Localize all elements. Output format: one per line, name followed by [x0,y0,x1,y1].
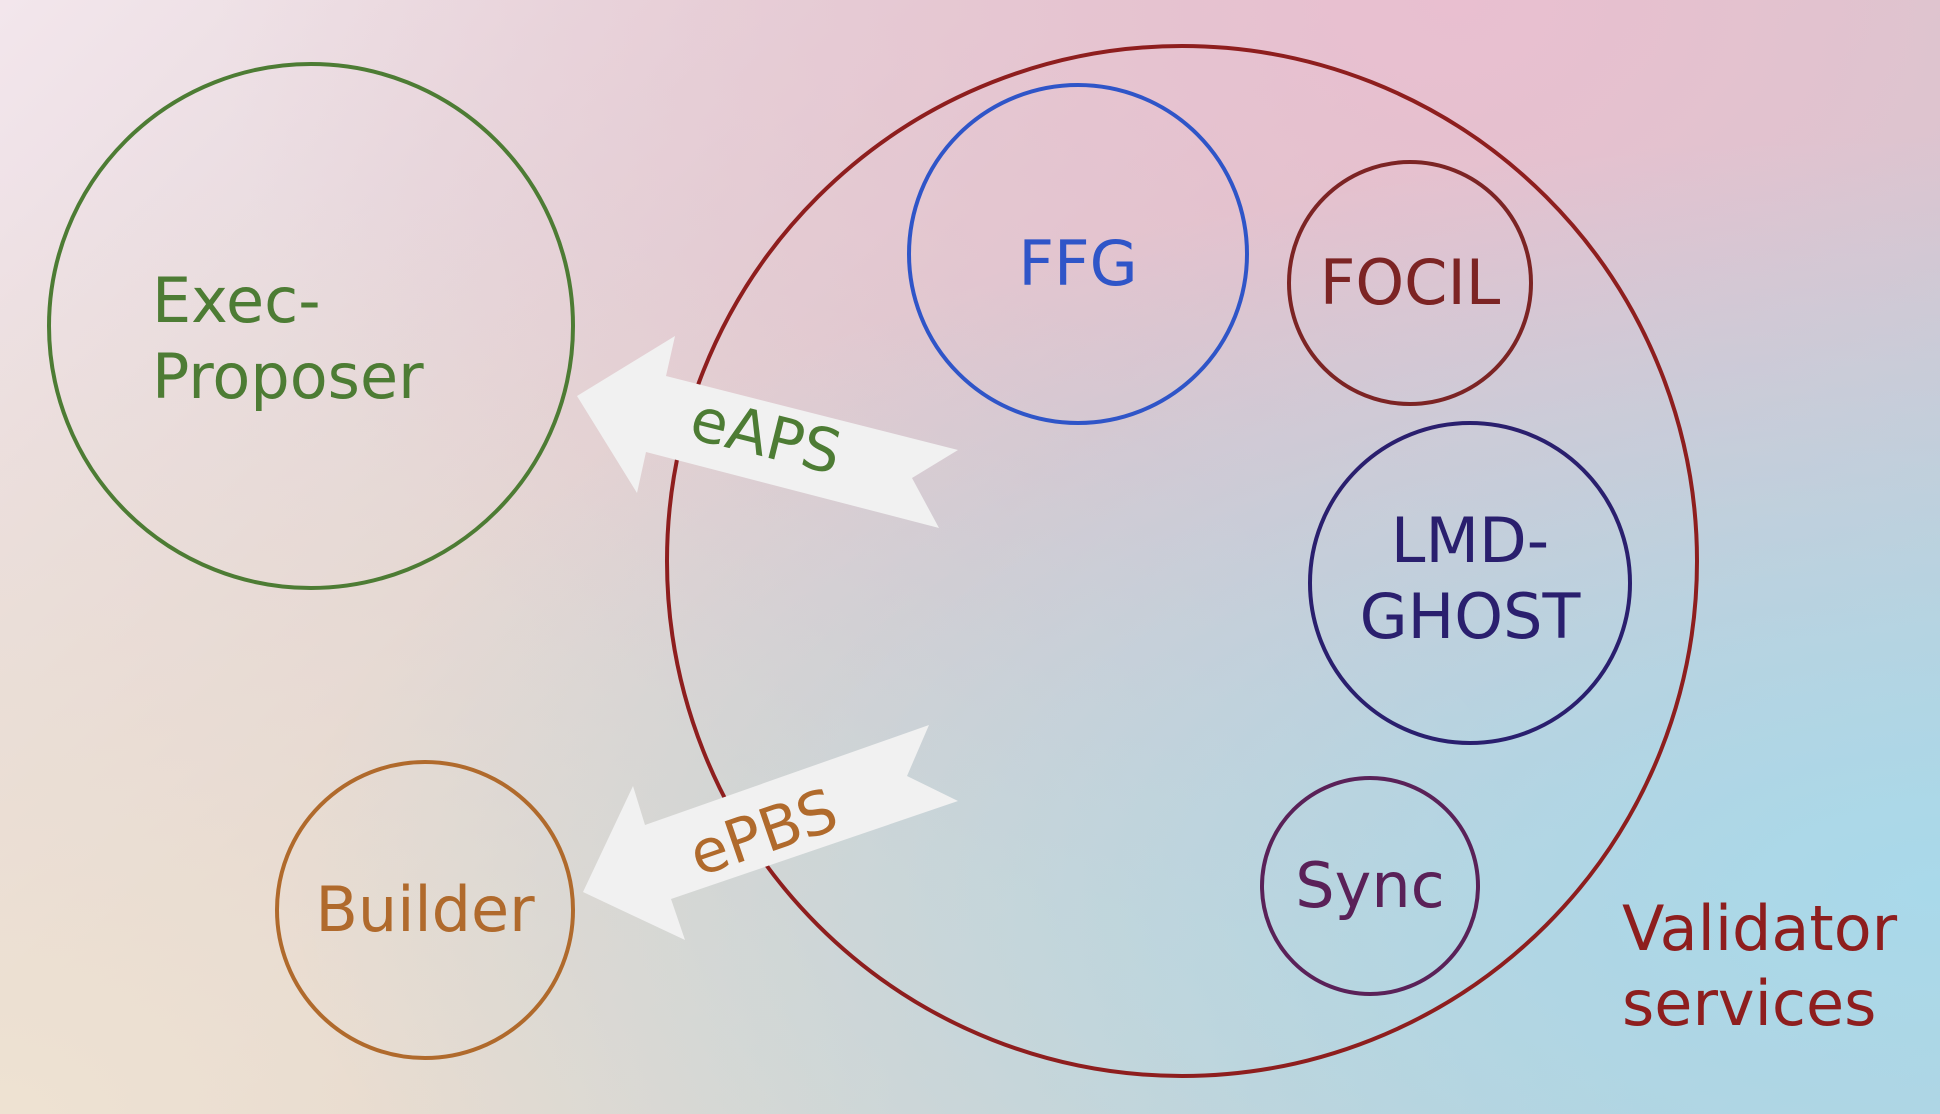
exec-proposer-circle [47,62,575,590]
ffg-label: FFG [1018,227,1137,300]
exec-proposer-label-line2: Proposer [152,340,424,413]
exec-proposer-node: Exec- Proposer [47,62,575,590]
validator-services-label-line1: Validator [1622,892,1898,965]
focil-circle [1287,160,1533,406]
focil-node: FOCIL [1287,160,1533,406]
lmd-ghost-label-line1: LMD- [1391,504,1549,577]
sync-label: Sync [1295,849,1444,922]
validator-services-node: Validator services [665,44,1898,1078]
validator-services-label-line2: services [1622,967,1876,1040]
sync-circle [1260,776,1480,996]
builder-circle [275,760,575,1060]
focil-label: FOCIL [1320,246,1501,319]
arrow-left-icon [577,336,958,528]
epbs-arrow: ePBS [583,725,958,940]
builder-node: Builder [275,760,575,1060]
eaps-arrow: eAPS [577,336,958,528]
lmd-ghost-label-line2: GHOST [1360,580,1582,653]
validator-services-circle [665,44,1699,1078]
lmd-ghost-node: LMD- GHOST [1308,421,1632,745]
ffg-circle [907,83,1249,425]
arrow-left-icon [583,725,958,940]
exec-proposer-label-line1: Exec- [152,264,321,337]
builder-label: Builder [315,873,535,946]
ffg-node: FFG [907,83,1249,425]
lmd-ghost-circle [1308,421,1632,745]
sync-node: Sync [1260,776,1480,996]
